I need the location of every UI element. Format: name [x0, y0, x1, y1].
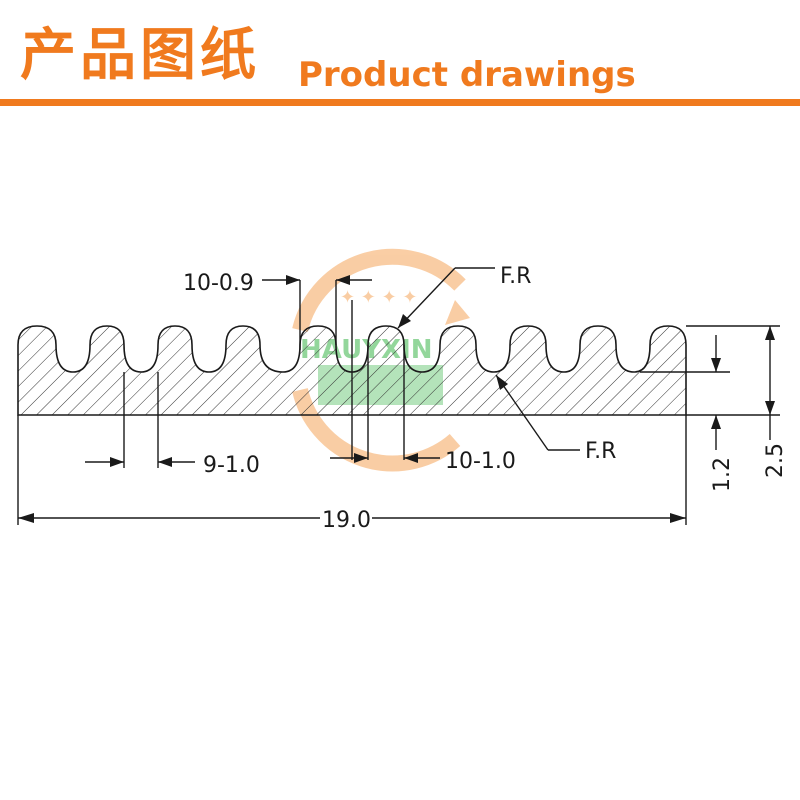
header: 产品图纸 Product drawings: [0, 0, 800, 110]
label-total-width: 19.0: [322, 508, 371, 533]
label-total-height: 2.5: [763, 443, 788, 478]
label-fillet-top: F.R: [500, 264, 531, 289]
extension-lines: [17, 280, 780, 525]
label-top-pitch: 10-0.9: [183, 271, 254, 296]
label-fillet-bottom: F.R: [585, 439, 616, 464]
dimension-lines: [18, 267, 775, 523]
svg-text:✦ ✦ ✦ ✦: ✦ ✦ ✦ ✦: [340, 287, 418, 308]
header-rule: [0, 99, 800, 106]
label-mid-pitch: 10-1.0: [445, 449, 516, 474]
label-left-pitch: 9-1.0: [203, 453, 260, 478]
title-english: Product drawings: [298, 55, 636, 95]
title-chinese: 产品图纸: [20, 23, 260, 88]
label-base-thickness: 1.2: [710, 457, 735, 492]
